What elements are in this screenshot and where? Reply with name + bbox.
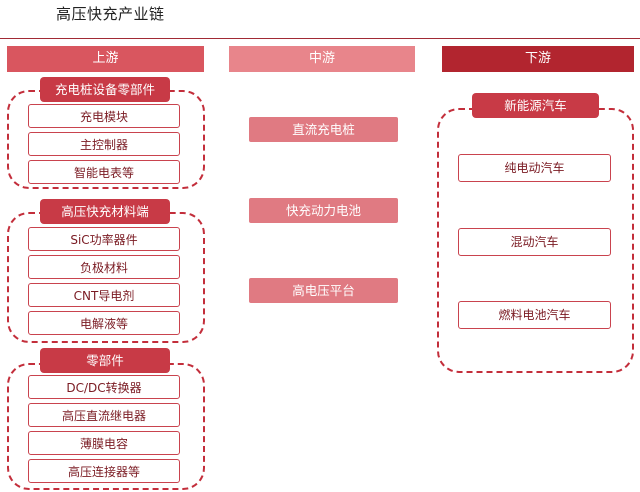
- title-divider: [0, 38, 640, 39]
- group-title-nev: 新能源汽车: [472, 93, 599, 118]
- node-dcdc-converter: DC/DC转换器: [28, 375, 180, 399]
- node-charging-module: 充电模块: [28, 104, 180, 128]
- node-hv-dc-relay: 高压直流继电器: [28, 403, 180, 427]
- node-film-capacitor: 薄膜电容: [28, 431, 180, 455]
- node-main-controller: 主控制器: [28, 132, 180, 156]
- node-hv-connector: 高压连接器等: [28, 459, 180, 483]
- node-sic-power-device: SiC功率器件: [28, 227, 180, 251]
- page-title: 高压快充产业链: [56, 5, 165, 23]
- node-electrolyte: 电解液等: [28, 311, 180, 335]
- node-high-voltage-platform: 高电压平台: [249, 278, 398, 303]
- node-anode-material: 负极材料: [28, 255, 180, 279]
- node-cnt-conductive-agent: CNT导电剂: [28, 283, 180, 307]
- node-hybrid-vehicle: 混动汽车: [458, 228, 611, 256]
- node-fast-charge-battery: 快充动力电池: [249, 198, 398, 223]
- node-fuel-cell-vehicle: 燃料电池汽车: [458, 301, 611, 329]
- column-header-downstream: 下游: [442, 46, 634, 72]
- column-header-upstream: 上游: [7, 46, 204, 72]
- group-title-components: 零部件: [40, 348, 170, 373]
- node-dc-charging-pile: 直流充电桩: [249, 117, 398, 142]
- column-header-midstream: 中游: [229, 46, 415, 72]
- node-smart-meter: 智能电表等: [28, 160, 180, 184]
- node-bev: 纯电动汽车: [458, 154, 611, 182]
- group-title-charging-pile-parts: 充电桩设备零部件: [40, 77, 170, 102]
- group-title-materials: 高压快充材料端: [40, 199, 170, 224]
